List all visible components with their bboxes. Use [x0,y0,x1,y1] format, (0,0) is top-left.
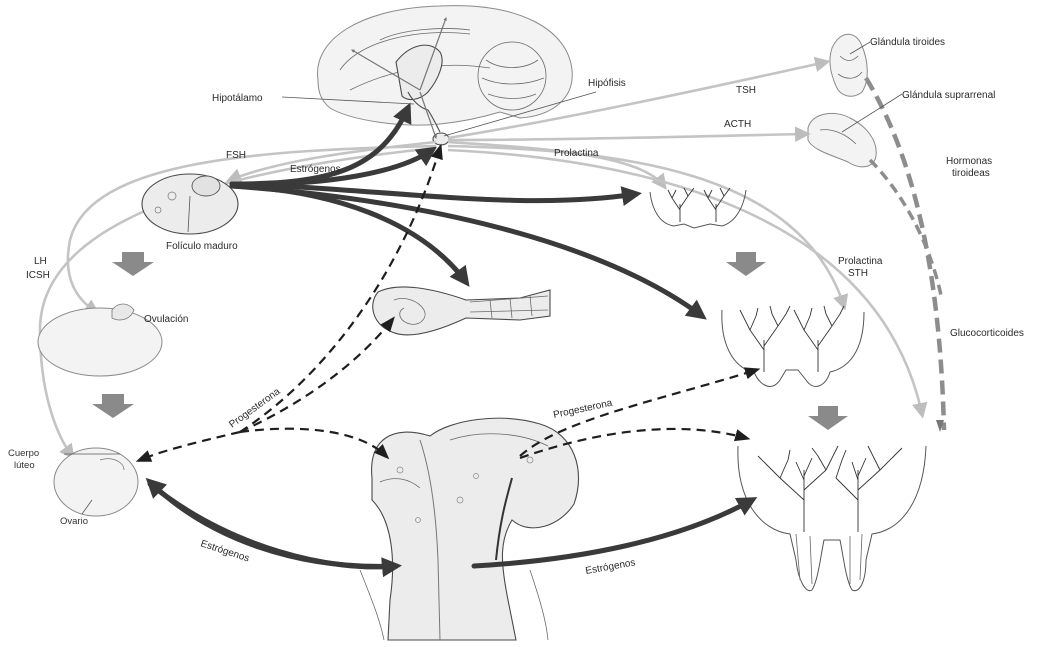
breast-medium [722,306,864,386]
stage-arrow-breast-1 [726,252,766,276]
label-foliculo-maduro: Folículo maduro [166,241,238,252]
label-tiroideas: tiroideas [952,168,990,179]
label-hipotalamo: Hipotálamo [212,93,263,104]
label-prolactina-top: Prolactina [554,148,599,159]
stage-arrow-follicle [112,252,154,276]
pituitary-hormone-paths [40,62,922,456]
uterus-illustration [360,418,579,640]
label-lh: LH [34,256,47,267]
label-sth: STH [848,268,868,279]
label-tsh: TSH [736,85,756,96]
ovary-follicle [142,174,238,234]
breast-large [738,446,926,591]
label-ovulacion: Ovulación [144,314,188,325]
label-progesterona-right: Progesterona [552,398,613,421]
stage-arrow-ovulation [92,394,134,418]
label-estrogenos-top: Estrógenos [290,164,341,175]
adrenal-gland [808,113,876,166]
label-luteo: lúteo [14,460,35,471]
stage-arrow-breast-2 [808,406,848,430]
label-acth: ACTH [724,119,751,130]
thyroid-gland [830,34,867,96]
thyroid-hormone-arrow [866,78,944,430]
ovary-corpus-luteum [54,448,138,516]
label-glandula-tiroides: Glándula tiroides [870,37,945,48]
breast-small [650,188,746,228]
label-hipofisis: Hipófisis [588,78,626,89]
label-glucocorticoides: Glucocorticoides [950,328,1024,339]
label-ovario: Ovario [60,516,88,527]
label-fsh: FSH [226,150,246,161]
oviduct-illustration [373,287,550,335]
label-icsh: ICSH [26,270,50,281]
label-hormonas: Hormonas [946,156,992,167]
label-estrogenos-bottom-right: Estrógenos [585,557,637,577]
label-glandula-suprarrenal: Glándula suprarrenal [902,90,995,101]
label-prolactina-mid: Prolactina [838,256,883,267]
label-cuerpo: Cuerpo [8,448,39,459]
